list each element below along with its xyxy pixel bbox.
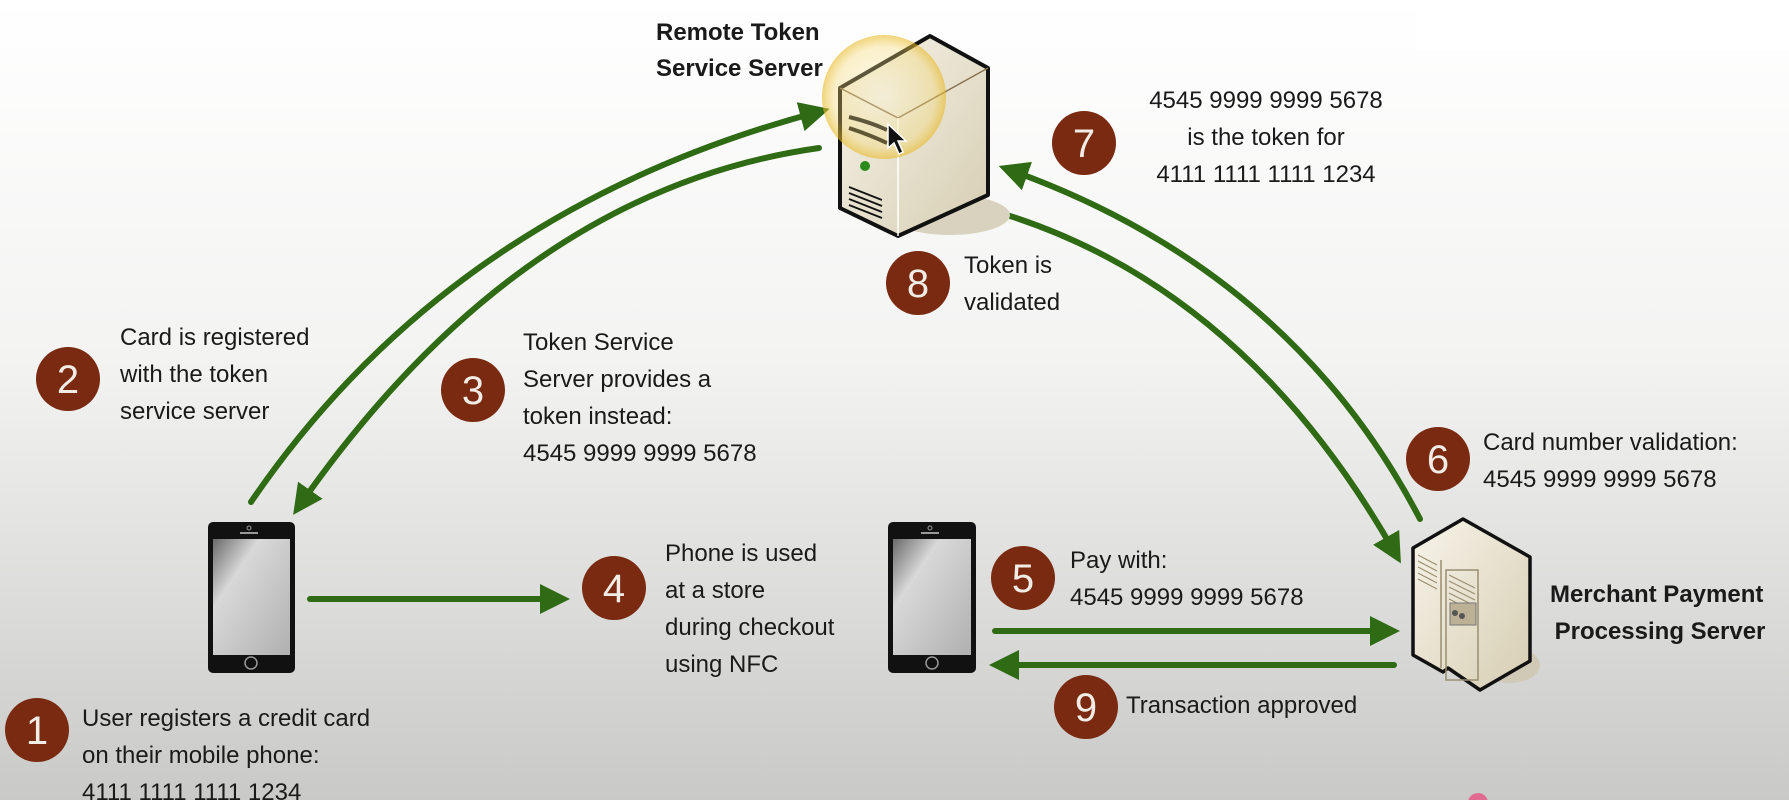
step-line: at a store [665, 577, 765, 604]
step-1: 1 User registers a credit card on their mo… [5, 698, 370, 800]
step-line: Server provides a [523, 366, 712, 393]
arrow-token-to-phone [293, 145, 822, 515]
step-4: 4 Phone is used at a store during checkout u… [582, 540, 835, 678]
step-line: Card is registered [120, 324, 309, 351]
step-number: 2 [57, 358, 79, 402]
step-line: token instead: [523, 403, 672, 430]
arrow-register-to-token-server [248, 102, 830, 505]
step-line: Token is [964, 252, 1052, 279]
step-6: 6 Card number validation: 4545 9999 9999 5… [1406, 427, 1738, 493]
smartphone-icon [888, 522, 976, 673]
step-line: on their mobile phone: [82, 742, 320, 769]
step-line: 4545 9999 9999 5678 [1070, 584, 1304, 611]
step-badge [5, 698, 69, 762]
step-number: 5 [1012, 557, 1034, 601]
user-phone [208, 522, 295, 673]
step-badge [1406, 427, 1470, 491]
step-badge [991, 546, 1055, 610]
step-number: 3 [462, 369, 484, 413]
step-line: with the token [119, 361, 268, 388]
step-line: service server [120, 398, 269, 425]
step-line: Transaction approved [1126, 692, 1357, 719]
store-phone [888, 522, 976, 673]
step-number: 6 [1427, 438, 1449, 482]
cursor-arrow-icon [887, 122, 908, 156]
step-line: 4545 9999 9999 5678 [1149, 87, 1383, 114]
token-server-title: Remote Token Service Server [656, 19, 826, 82]
smartphone-icon [208, 522, 295, 673]
step-description: Transaction approved [1126, 692, 1357, 719]
arrow-token-server-to-merchant [984, 206, 1401, 564]
arrow-merchant-to-token-server [998, 161, 1423, 522]
step-number: 4 [603, 567, 625, 611]
step-number: 9 [1075, 686, 1097, 730]
step-line: 4111 1111 1111 1234 [82, 779, 301, 800]
step-line: using NFC [665, 651, 778, 678]
step-line: Pay with: [1070, 547, 1167, 574]
pointer-dot [1468, 793, 1488, 800]
step-8: 8 Token is validated [886, 251, 1060, 316]
step-7: 7 4545 9999 9999 5678 is the token for 4111… [1052, 87, 1383, 188]
merchant-server-title: Merchant Payment Processing Server [1550, 581, 1770, 645]
step-number: 7 [1073, 122, 1095, 166]
step-5: 5 Pay with: 4545 9999 9999 5678 [991, 546, 1304, 611]
blank-panel [1415, 0, 1789, 50]
step-badge [36, 347, 100, 411]
step-line: 4545 9999 9999 5678 [1483, 466, 1717, 493]
step-badge [1052, 111, 1116, 175]
step-9: 9 Transaction approved [1054, 675, 1357, 739]
step-description: Token is validated [964, 252, 1060, 316]
step-badge [441, 358, 505, 422]
step-description: User registers a credit card on their mob… [82, 705, 370, 800]
step-line: Phone is used [665, 540, 817, 567]
step-description: Card number validation: 4545 9999 9999 56… [1483, 429, 1738, 493]
step-badge [1054, 675, 1118, 739]
step-line: Token Service [523, 329, 674, 356]
step-line: is the token for [1187, 124, 1344, 151]
step-line: Card number validation: [1483, 429, 1738, 456]
cabinet-server-icon [1411, 517, 1540, 692]
step-badge [582, 556, 646, 620]
step-description: Card is registered with the token service … [119, 324, 309, 425]
step-line: User registers a credit card [82, 705, 370, 732]
step-description: 4545 9999 9999 5678 is the token for 4111 … [1149, 87, 1383, 188]
step-line: validated [964, 289, 1060, 316]
step-description: Phone is used at a store during checkout us… [665, 540, 835, 678]
step-2: 2 Card is registered with the token service… [36, 324, 309, 425]
step-number: 1 [26, 709, 48, 753]
step-description: Pay with: 4545 9999 9999 5678 [1070, 547, 1304, 611]
cursor-highlight [822, 35, 946, 159]
step-line: during checkout [665, 614, 835, 641]
step-line: 4111 1111 1111 1234 [1156, 161, 1375, 188]
step-number: 8 [907, 262, 929, 306]
step-line: 4545 9999 9999 5678 [523, 440, 757, 467]
step-badge [886, 251, 950, 315]
